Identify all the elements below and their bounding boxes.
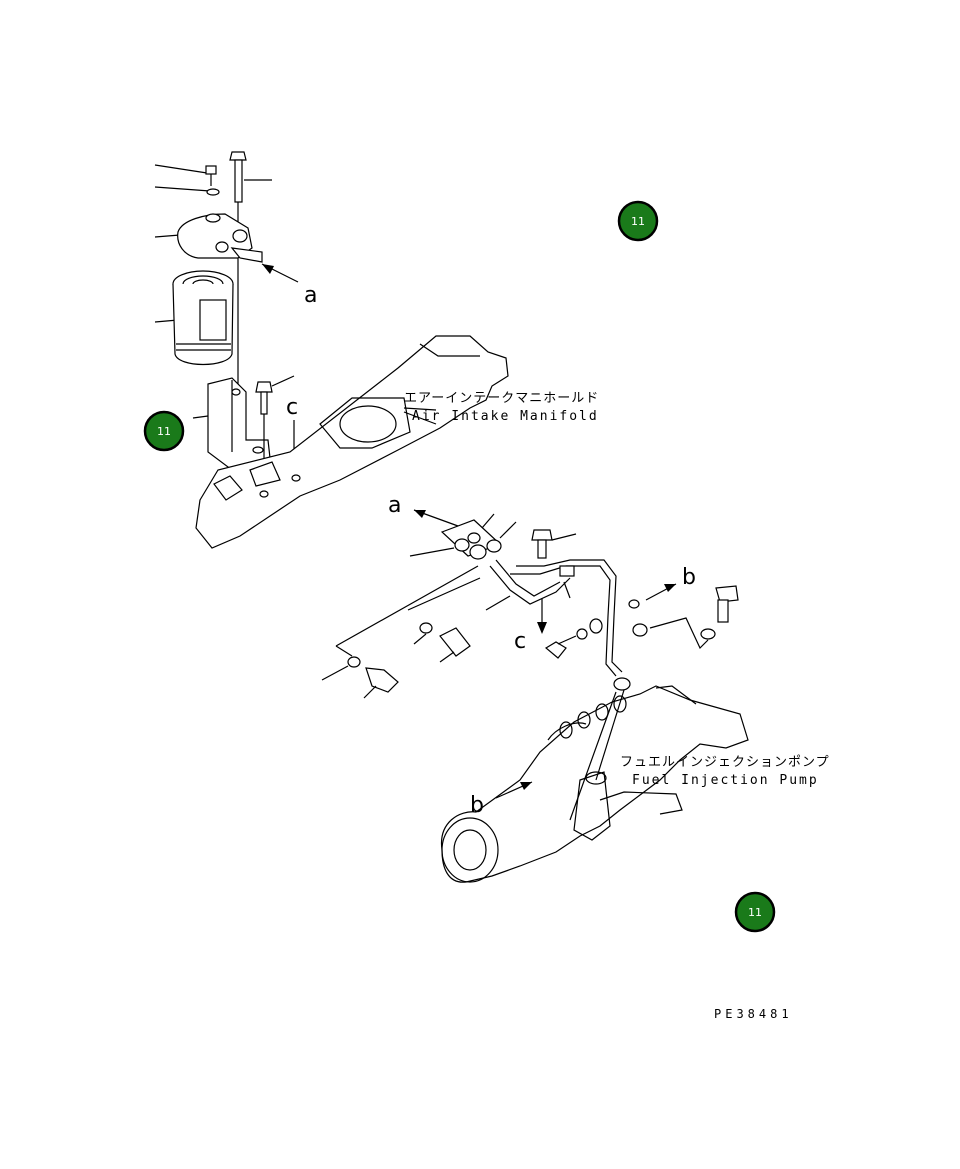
manifold-label-jp: エアーインテークマニホールド — [404, 391, 599, 406]
svg-text:11: 11 — [748, 906, 762, 919]
ref-badge-left[interactable]: 11 — [143, 410, 185, 452]
fuel-injection-pump: b — [440, 685, 749, 883]
drawing-code: PE38481 — [714, 1007, 793, 1021]
pump-label-en: Fuel Injection Pump — [632, 773, 819, 788]
label-a-upper: a — [304, 283, 317, 308]
label-b-right: b — [682, 565, 696, 590]
filter-head-assembly: a — [154, 151, 317, 402]
manifold-label-en: Air Intake Manifold — [412, 409, 599, 424]
svg-text:11: 11 — [631, 215, 645, 228]
fuel-line-assembly: a c — [321, 493, 739, 699]
ref-badge-bottom-right[interactable]: 11 — [734, 891, 776, 933]
label-c-lower: c — [514, 629, 526, 654]
pump-label-jp: フュエルインジェクションポンプ — [620, 755, 830, 770]
svg-text:11: 11 — [157, 425, 171, 438]
fuel-filter-cartridge — [172, 270, 234, 365]
ref-badge-top-right[interactable]: 11 — [617, 200, 659, 242]
label-a-lower: a — [388, 493, 401, 518]
label-b-pump: b — [470, 793, 484, 818]
label-c-upper: c — [286, 395, 298, 420]
filter-bracket: c — [192, 375, 299, 492]
air-intake-manifold — [195, 335, 509, 549]
